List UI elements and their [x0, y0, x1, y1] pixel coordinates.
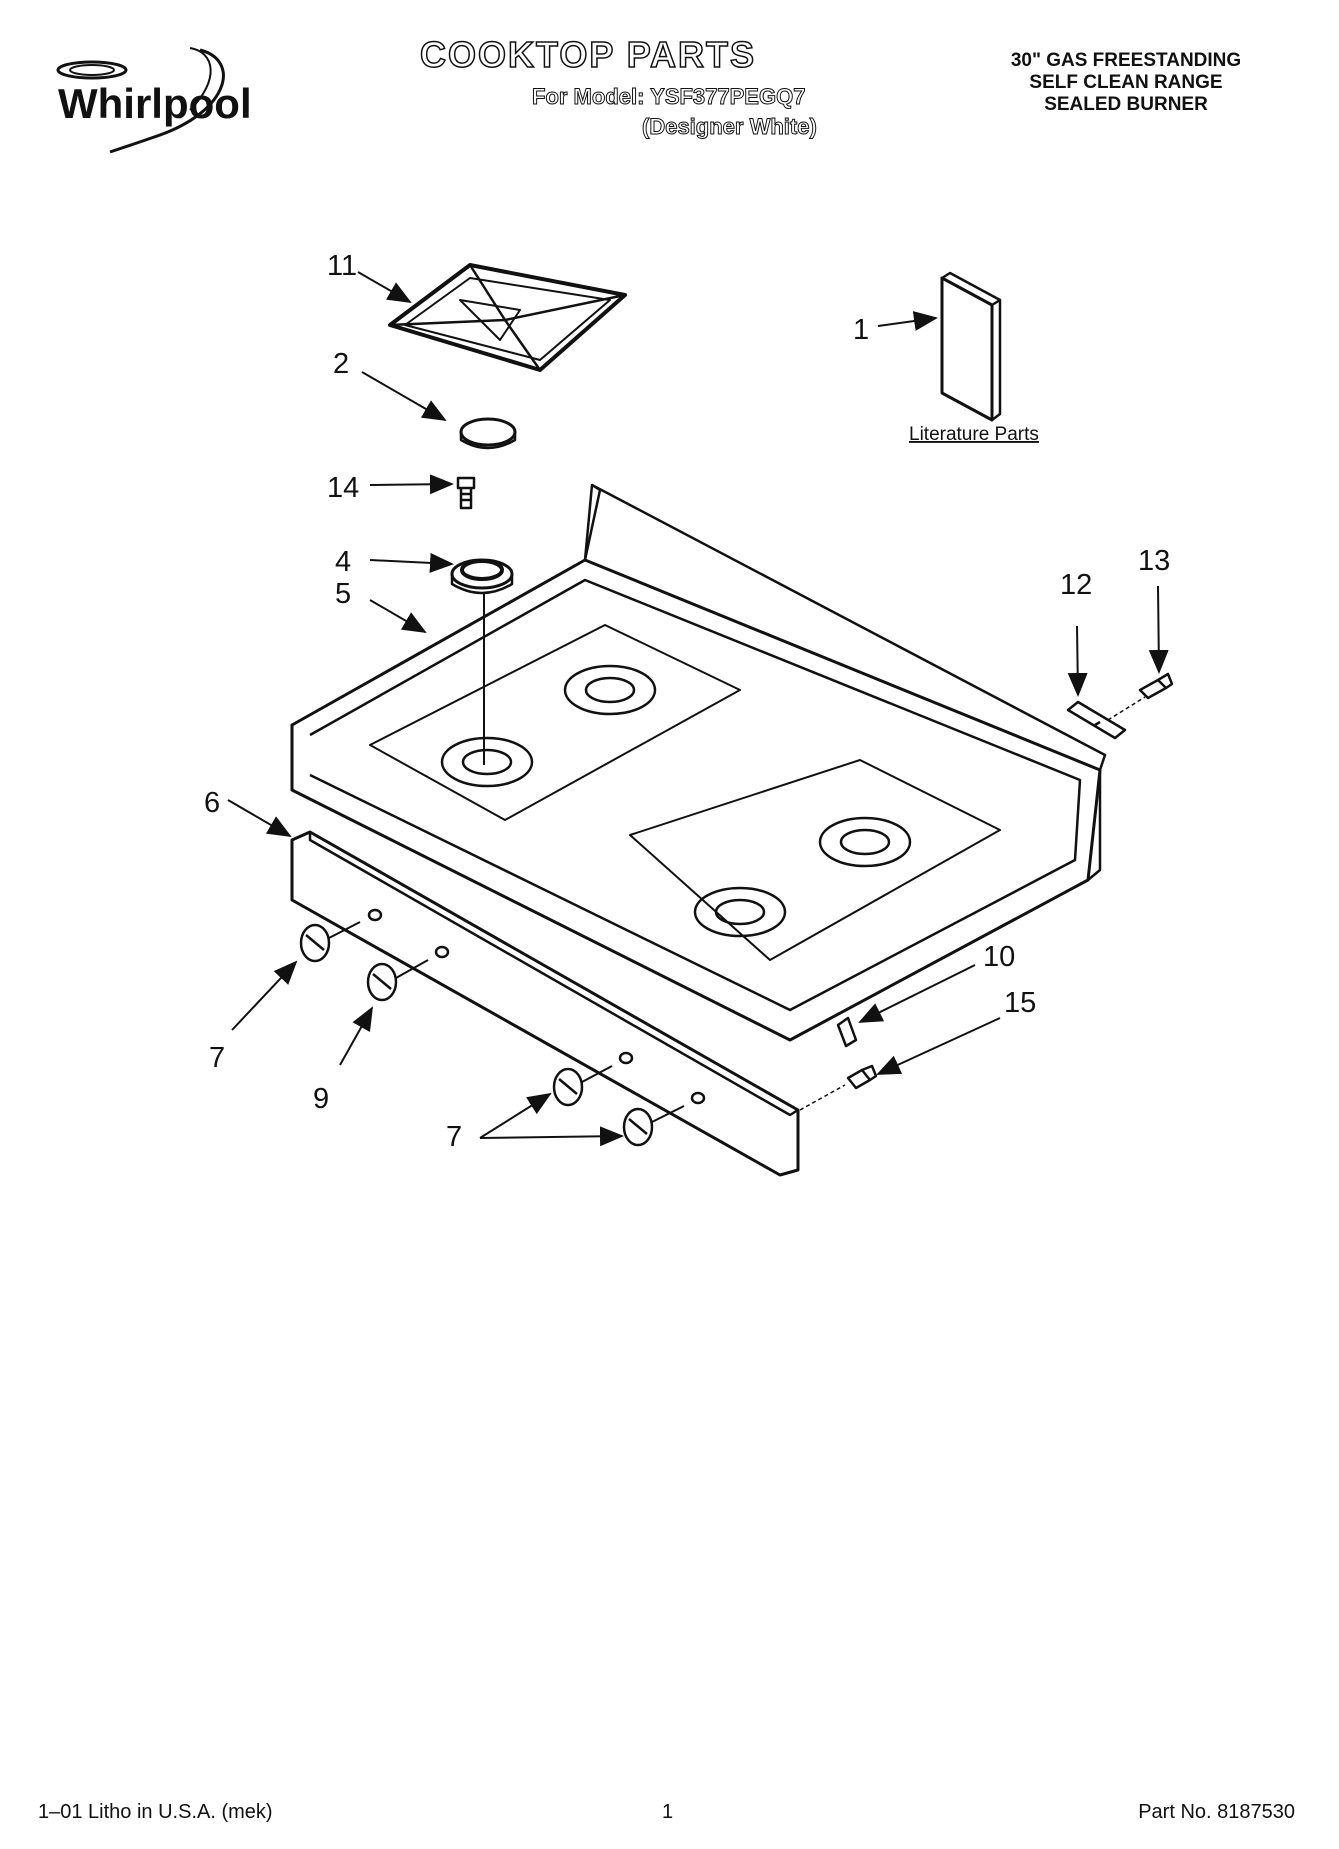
model-line: For Model: YSF377PEGQ7 [531, 84, 806, 110]
burner-cap-part [459, 417, 517, 450]
range-line-3: SEALED BURNER [1044, 94, 1208, 115]
footer-page-number: 1 [662, 1801, 674, 1823]
screw-15-part [846, 1064, 878, 1090]
burner-base-part [450, 558, 514, 595]
callout-2: 2 [333, 348, 349, 380]
range-line-1: 30" GAS FREESTANDING [1010, 50, 1242, 71]
callout-11: 11 [327, 250, 357, 282]
whirlpool-swirl-icon: Whirlpool [56, 47, 252, 154]
bracket-12-part [1066, 700, 1127, 740]
clip-10-part [836, 1016, 858, 1048]
callout-9: 9 [313, 1083, 329, 1115]
literature-label: Literature Parts [909, 424, 1039, 445]
whirlpool-logo: Whirlpool [40, 40, 280, 160]
callout-12: 12 [1060, 569, 1092, 601]
callout-13: 13 [1138, 545, 1170, 577]
callout-15: 15 [1004, 987, 1036, 1019]
callout-5: 5 [335, 578, 351, 610]
grate-part [388, 263, 627, 372]
footer-part-number: Part No. 8187530 [1138, 1801, 1295, 1823]
literature-part [940, 271, 1002, 422]
color-line: (Designer White) [642, 114, 818, 140]
knob-parts [299, 921, 685, 1147]
footer-litho: 1–01 Litho in U.S.A. (mek) [38, 1801, 273, 1823]
range-description: 30" GAS FREESTANDING SELF CLEAN RANGE SE… [961, 50, 1291, 116]
callout-7-right: 7 [446, 1121, 462, 1153]
callout-1: 1 [853, 314, 869, 346]
callout-4: 4 [335, 546, 351, 578]
control-panel-part [290, 830, 800, 1177]
page-title: COOKTOP PARTS [419, 33, 757, 76]
callout-10: 10 [983, 941, 1015, 973]
callout-6: 6 [204, 787, 220, 819]
callout-7-left: 7 [209, 1042, 225, 1074]
range-line-2: SELF CLEAN RANGE [1029, 72, 1223, 93]
callout-14: 14 [327, 472, 359, 504]
brand-wordmark: Whirlpool [58, 80, 252, 127]
cooktop-part [290, 483, 1107, 1042]
screw-14-part [456, 476, 476, 510]
leader-arrows [227, 271, 1169, 1147]
screw-13-part [1138, 672, 1174, 700]
